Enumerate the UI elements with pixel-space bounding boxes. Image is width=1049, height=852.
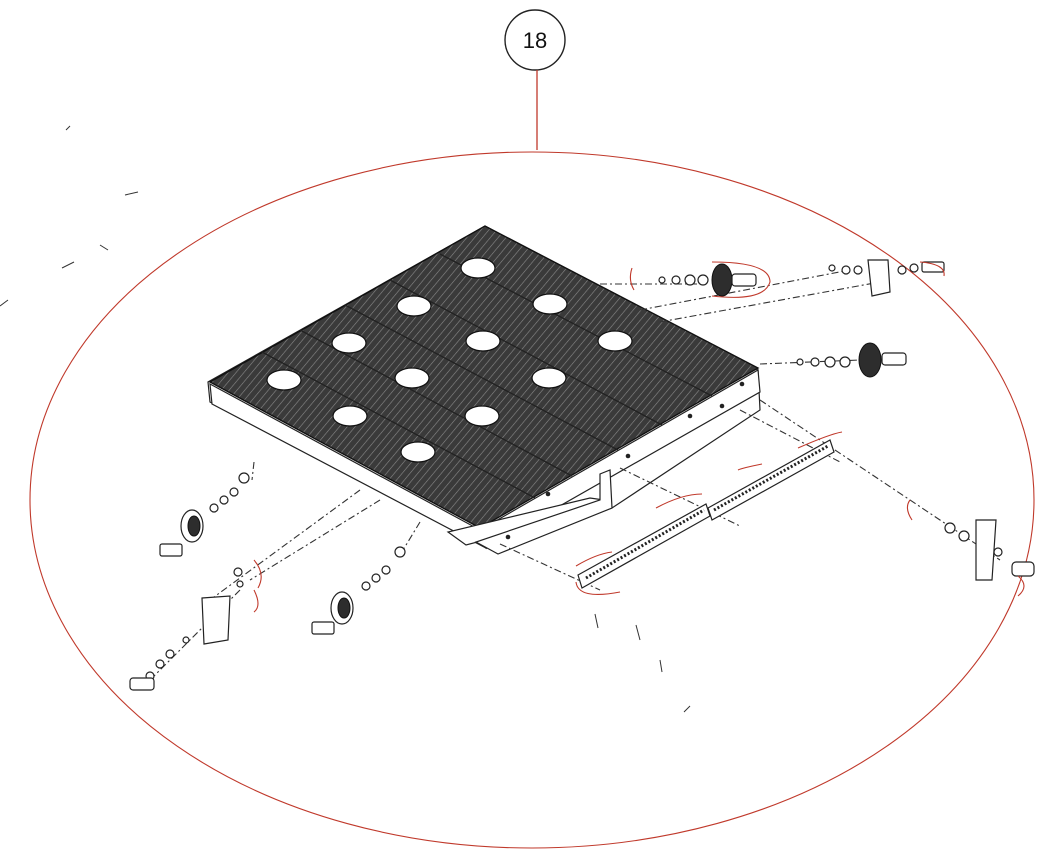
bracket-left[interactable]: [129, 567, 244, 691]
assembly-outline: [29, 151, 1035, 849]
rail-strip-lower[interactable]: [577, 503, 711, 589]
bracket-right[interactable]: [944, 519, 1035, 581]
rail-strip-upper[interactable]: [707, 439, 835, 521]
callout-bubble[interactable]: 18: [504, 9, 566, 71]
tray-plate[interactable]: [207, 225, 761, 555]
tray-holes: [266, 257, 633, 463]
bracket-top-right[interactable]: [828, 259, 945, 297]
tray-surface: [208, 225, 760, 529]
sketch-marks: [0, 125, 691, 713]
markup-highlights: [253, 261, 1025, 613]
wheel-front-center[interactable]: [311, 546, 406, 635]
wheel-front-left[interactable]: [159, 472, 250, 557]
callout-number: 18: [523, 28, 547, 53]
wheel-rear-right-top[interactable]: [658, 263, 757, 297]
wheel-rear-right-bottom[interactable]: [796, 342, 907, 378]
